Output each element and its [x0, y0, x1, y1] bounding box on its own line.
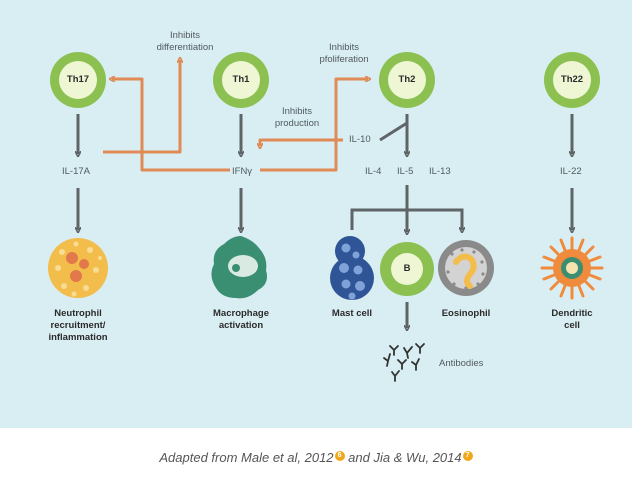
arrow-inhibits-production [260, 138, 343, 146]
b-cell-icon [380, 242, 434, 296]
th1-label: Th1 [232, 74, 250, 85]
b-cell-label: B [403, 263, 411, 274]
outcome-eosinophil: Eosinophil [441, 308, 491, 319]
diagram-panel [0, 0, 632, 428]
arrow-th2-il10 [379, 121, 408, 142]
eosinophil-icon [438, 240, 494, 296]
outcome-dendritic-cell: Dendritic cell [551, 308, 593, 331]
th1-cell [213, 52, 269, 108]
th17-cell [50, 52, 106, 108]
activation-arrows [78, 114, 572, 328]
outcome-neutrophil: Neutrophil recruitment/ inflammation [48, 308, 108, 343]
th2-cell [379, 52, 435, 108]
arrow-inhibits-differentiation [103, 60, 180, 154]
arrow-branch-mast [350, 208, 462, 230]
cytokine-il10: IL-10 [349, 134, 371, 145]
mast-cell-icon [330, 236, 374, 300]
note-inhibits-proliferation: Inhibits pfoliferation [319, 42, 369, 65]
note-inhibits-differentiation: Inhibits differentiation [156, 30, 214, 53]
th17-label: Th17 [66, 74, 90, 85]
th2-label: Th2 [398, 74, 416, 85]
cytokine-il13: IL-13 [429, 166, 451, 177]
diagram-graphics [48, 52, 604, 382]
outcome-mast-cell: Mast cell [331, 308, 373, 319]
note-inhibits-production: Inhibits production [274, 106, 320, 129]
th22-label: Th22 [560, 74, 584, 85]
outcome-macrophage: Macrophage activation [213, 308, 269, 331]
antibodies-icon [383, 343, 425, 382]
reference-badge-7[interactable]: 7 [462, 450, 473, 461]
th22-cell [544, 52, 600, 108]
cytokine-il22: IL-22 [560, 166, 582, 177]
arrow-inhibits-th17 [112, 79, 230, 172]
cytokine-il17a: IL-17A [62, 166, 90, 177]
inhibition-arrows [103, 60, 368, 172]
dendritic-cell-body [553, 249, 591, 287]
antibodies-label: Antibodies [439, 358, 484, 369]
reference-badge-6[interactable]: 6 [334, 450, 345, 461]
cytokine-ifng: IFNγ [232, 166, 253, 177]
cytokine-il5: IL-5 [397, 166, 414, 177]
macrophage-icon [211, 236, 267, 299]
neutrophil-icon [48, 238, 108, 298]
cytokine-il4: IL-4 [365, 166, 382, 177]
arrow-inhibits-proliferation [260, 79, 368, 172]
